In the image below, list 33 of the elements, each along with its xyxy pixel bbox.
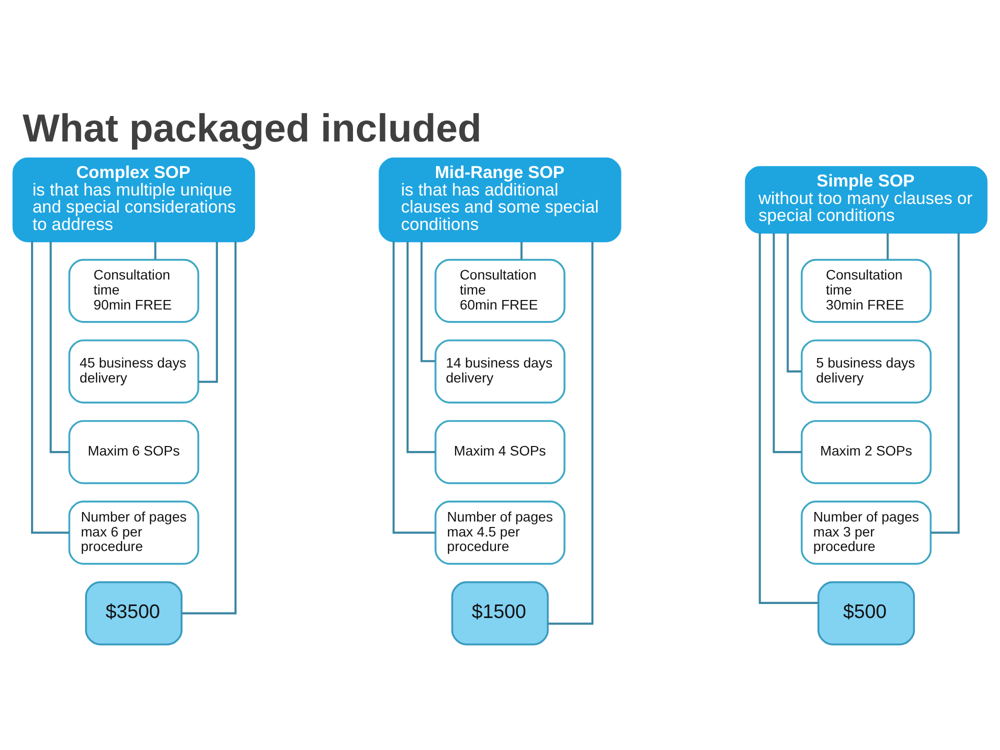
connector (548, 241, 594, 624)
node-box: $1500 (451, 580, 549, 645)
connector (50, 241, 70, 453)
node-box: Number of pages max 6 per procedure (68, 500, 200, 564)
connector (31, 240, 70, 534)
connector (772, 232, 802, 453)
node-box: Consultation time 90min FREE (68, 258, 200, 322)
node-box: Number of pages max 4.5 per procedure (434, 500, 566, 564)
node-box: Complex SOP is that has multiple unique and special considerations to address (12, 157, 256, 242)
diagram-title: What packaged included (22, 106, 482, 150)
connector (886, 232, 889, 260)
node-box: Maxim 4 SOPs (434, 420, 566, 484)
connector (182, 240, 237, 614)
node-box: Consultation time 30min FREE (800, 258, 932, 322)
node-box: Maxim 2 SOPs (800, 420, 932, 484)
connector (392, 240, 436, 534)
connector (406, 241, 436, 453)
node-box: Consultation time 60min FREE (434, 258, 566, 322)
node-box: 5 business days delivery (800, 338, 932, 403)
connector (520, 241, 523, 259)
connector (758, 232, 818, 604)
node-box: 45 business days delivery (68, 338, 200, 403)
node-box: $3500 (85, 580, 183, 645)
node-box: 14 business days delivery (434, 338, 566, 403)
node-box: Maxim 6 SOPs (68, 420, 200, 484)
connector (198, 241, 218, 382)
connector (154, 241, 156, 259)
node-box: Mid-Range SOP is that has additional clauses and some special conditions (378, 157, 622, 242)
node-box: Number of pages max 3 per procedure (800, 500, 932, 564)
node-box: $500 (817, 580, 915, 645)
node-box: Simple SOP without too many clauses or special conditions (744, 166, 988, 234)
connector (786, 232, 802, 372)
connector (930, 232, 960, 534)
